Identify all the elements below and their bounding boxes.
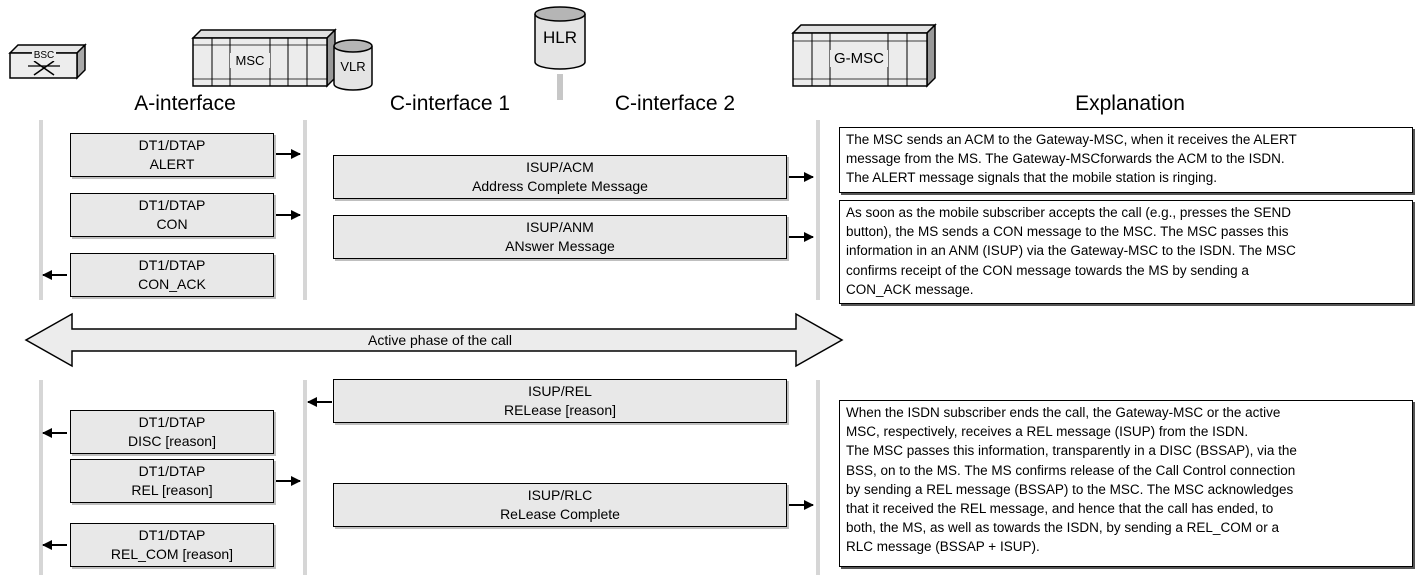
alert-message-box: DT1/DTAP ALERT (70, 133, 274, 177)
bsc-lifeline-upper (39, 120, 43, 300)
con-ack-message-box: DT1/DTAP CON_ACK (70, 253, 274, 297)
isup-rel-message-box: ISUP/REL RELease [reason] (333, 379, 787, 423)
gmsc-label: G-MSC (830, 50, 888, 67)
rlc-line2: ReLease Complete (500, 506, 620, 522)
con-line1: DT1/DTAP (138, 197, 206, 213)
explanation-line: message from the MS. The Gateway-MSCforw… (846, 151, 1285, 167)
explanation-line: The ALERT message signals that the mobil… (846, 170, 1217, 186)
msc-icon (191, 28, 337, 88)
alert-explanation: The MSC sends an ACM to the Gateway-MSC,… (839, 127, 1413, 193)
anm-message-box: ISUP/ANM ANswer Message (333, 215, 787, 259)
hlr-link (557, 74, 563, 100)
explanation-heading: Explanation (1075, 92, 1185, 115)
explanation-line: As soon as the mobile subscriber accepts… (846, 205, 1291, 220)
rel-com-line2: REL_COM [reason] (110, 546, 234, 562)
con-ack-line1: DT1/DTAP (138, 257, 206, 273)
vlr-label: VLR (340, 59, 366, 74)
con-ack-line2: CON_ACK (138, 276, 206, 292)
active-phase-label: Active phase of the call (368, 332, 512, 348)
vlr-icon (333, 39, 373, 91)
hlr-label: HLR (542, 28, 577, 47)
acm-line2: Address Complete Message (472, 178, 648, 194)
acm-line1: ISUP/ACM (526, 159, 594, 175)
rel-com-message-box: DT1/DTAP REL_COM [reason] (70, 523, 274, 567)
release-explanation: When the ISDN subscriber ends the call, … (839, 400, 1413, 567)
anm-line1: ISUP/ANM (526, 219, 594, 235)
explanation-line: CON_ACK message. (846, 281, 974, 297)
explanation-line: The MSC sends an ACM to the Gateway-MSC,… (846, 132, 1297, 147)
dtap-rel-message-box: DT1/DTAP REL [reason] (70, 459, 274, 503)
anm-line2: ANswer Message (505, 238, 615, 254)
msc-lifeline-lower (303, 380, 307, 575)
alert-line1: DT1/DTAP (138, 137, 206, 153)
explanation-line: MSC, respectively, receives a REL messag… (846, 424, 1249, 440)
bsc-lifeline-lower (39, 380, 43, 575)
disc-message-box: DT1/DTAP DISC [reason] (70, 410, 274, 454)
explanation-line: that it received the REL message, and he… (846, 501, 1274, 517)
explanation-line: BSS, on to the MS. The MS confirms relea… (846, 462, 1296, 478)
alert-line2: ALERT (149, 156, 195, 172)
c-interface-2-heading: C-interface 2 (614, 92, 736, 115)
active-phase-arrow (24, 312, 844, 368)
gmsc-lifeline-upper (816, 120, 820, 300)
explanation-line: When the ISDN subscriber ends the call, … (846, 405, 1281, 420)
a-interface-heading: A-interface (134, 92, 236, 115)
explanation-line: button), the MS sends a CON message to t… (846, 224, 1289, 240)
explanation-line: confirms receipt of the CON message towa… (846, 262, 1249, 278)
hlr-icon (534, 6, 586, 70)
device-icons (8, 6, 937, 100)
rlc-line1: ISUP/RLC (527, 487, 593, 503)
gmsc-lifeline-lower (816, 380, 820, 575)
rlc-message-box: ISUP/RLC ReLease Complete (333, 483, 787, 527)
dtap-rel-line1: DT1/DTAP (138, 463, 206, 479)
disc-line2: DISC [reason] (128, 433, 216, 449)
dtap-rel-line2: REL [reason] (131, 482, 213, 498)
disc-line1: DT1/DTAP (138, 414, 206, 430)
isup-rel-line1: ISUP/REL (528, 383, 592, 399)
acm-message-box: ISUP/ACM Address Complete Message (333, 155, 787, 199)
explanation-line: RLC message (BSSAP + ISUP). (846, 539, 1040, 555)
isup-rel-line2: RELease [reason] (503, 402, 617, 418)
explanation-line: The MSC passes this information, transpa… (846, 443, 1297, 459)
explanation-line: by sending a REL message (BSSAP) to the … (846, 481, 1294, 497)
c-interface-1-heading: C-interface 1 (389, 92, 511, 115)
bsc-label: BSC (32, 50, 56, 61)
con-message-box: DT1/DTAP CON (70, 193, 274, 237)
msc-lifeline-upper (303, 120, 307, 300)
explanation-line: information in an ANM (ISUP) via the Gat… (846, 243, 1296, 259)
con-line2: CON (156, 216, 188, 232)
explanation-line: both, the MS, as well as towards the ISD… (846, 520, 1279, 536)
connect-explanation: As soon as the mobile subscriber accepts… (839, 200, 1413, 304)
rel-com-line1: DT1/DTAP (138, 527, 206, 543)
msc-label: MSC (230, 53, 270, 68)
